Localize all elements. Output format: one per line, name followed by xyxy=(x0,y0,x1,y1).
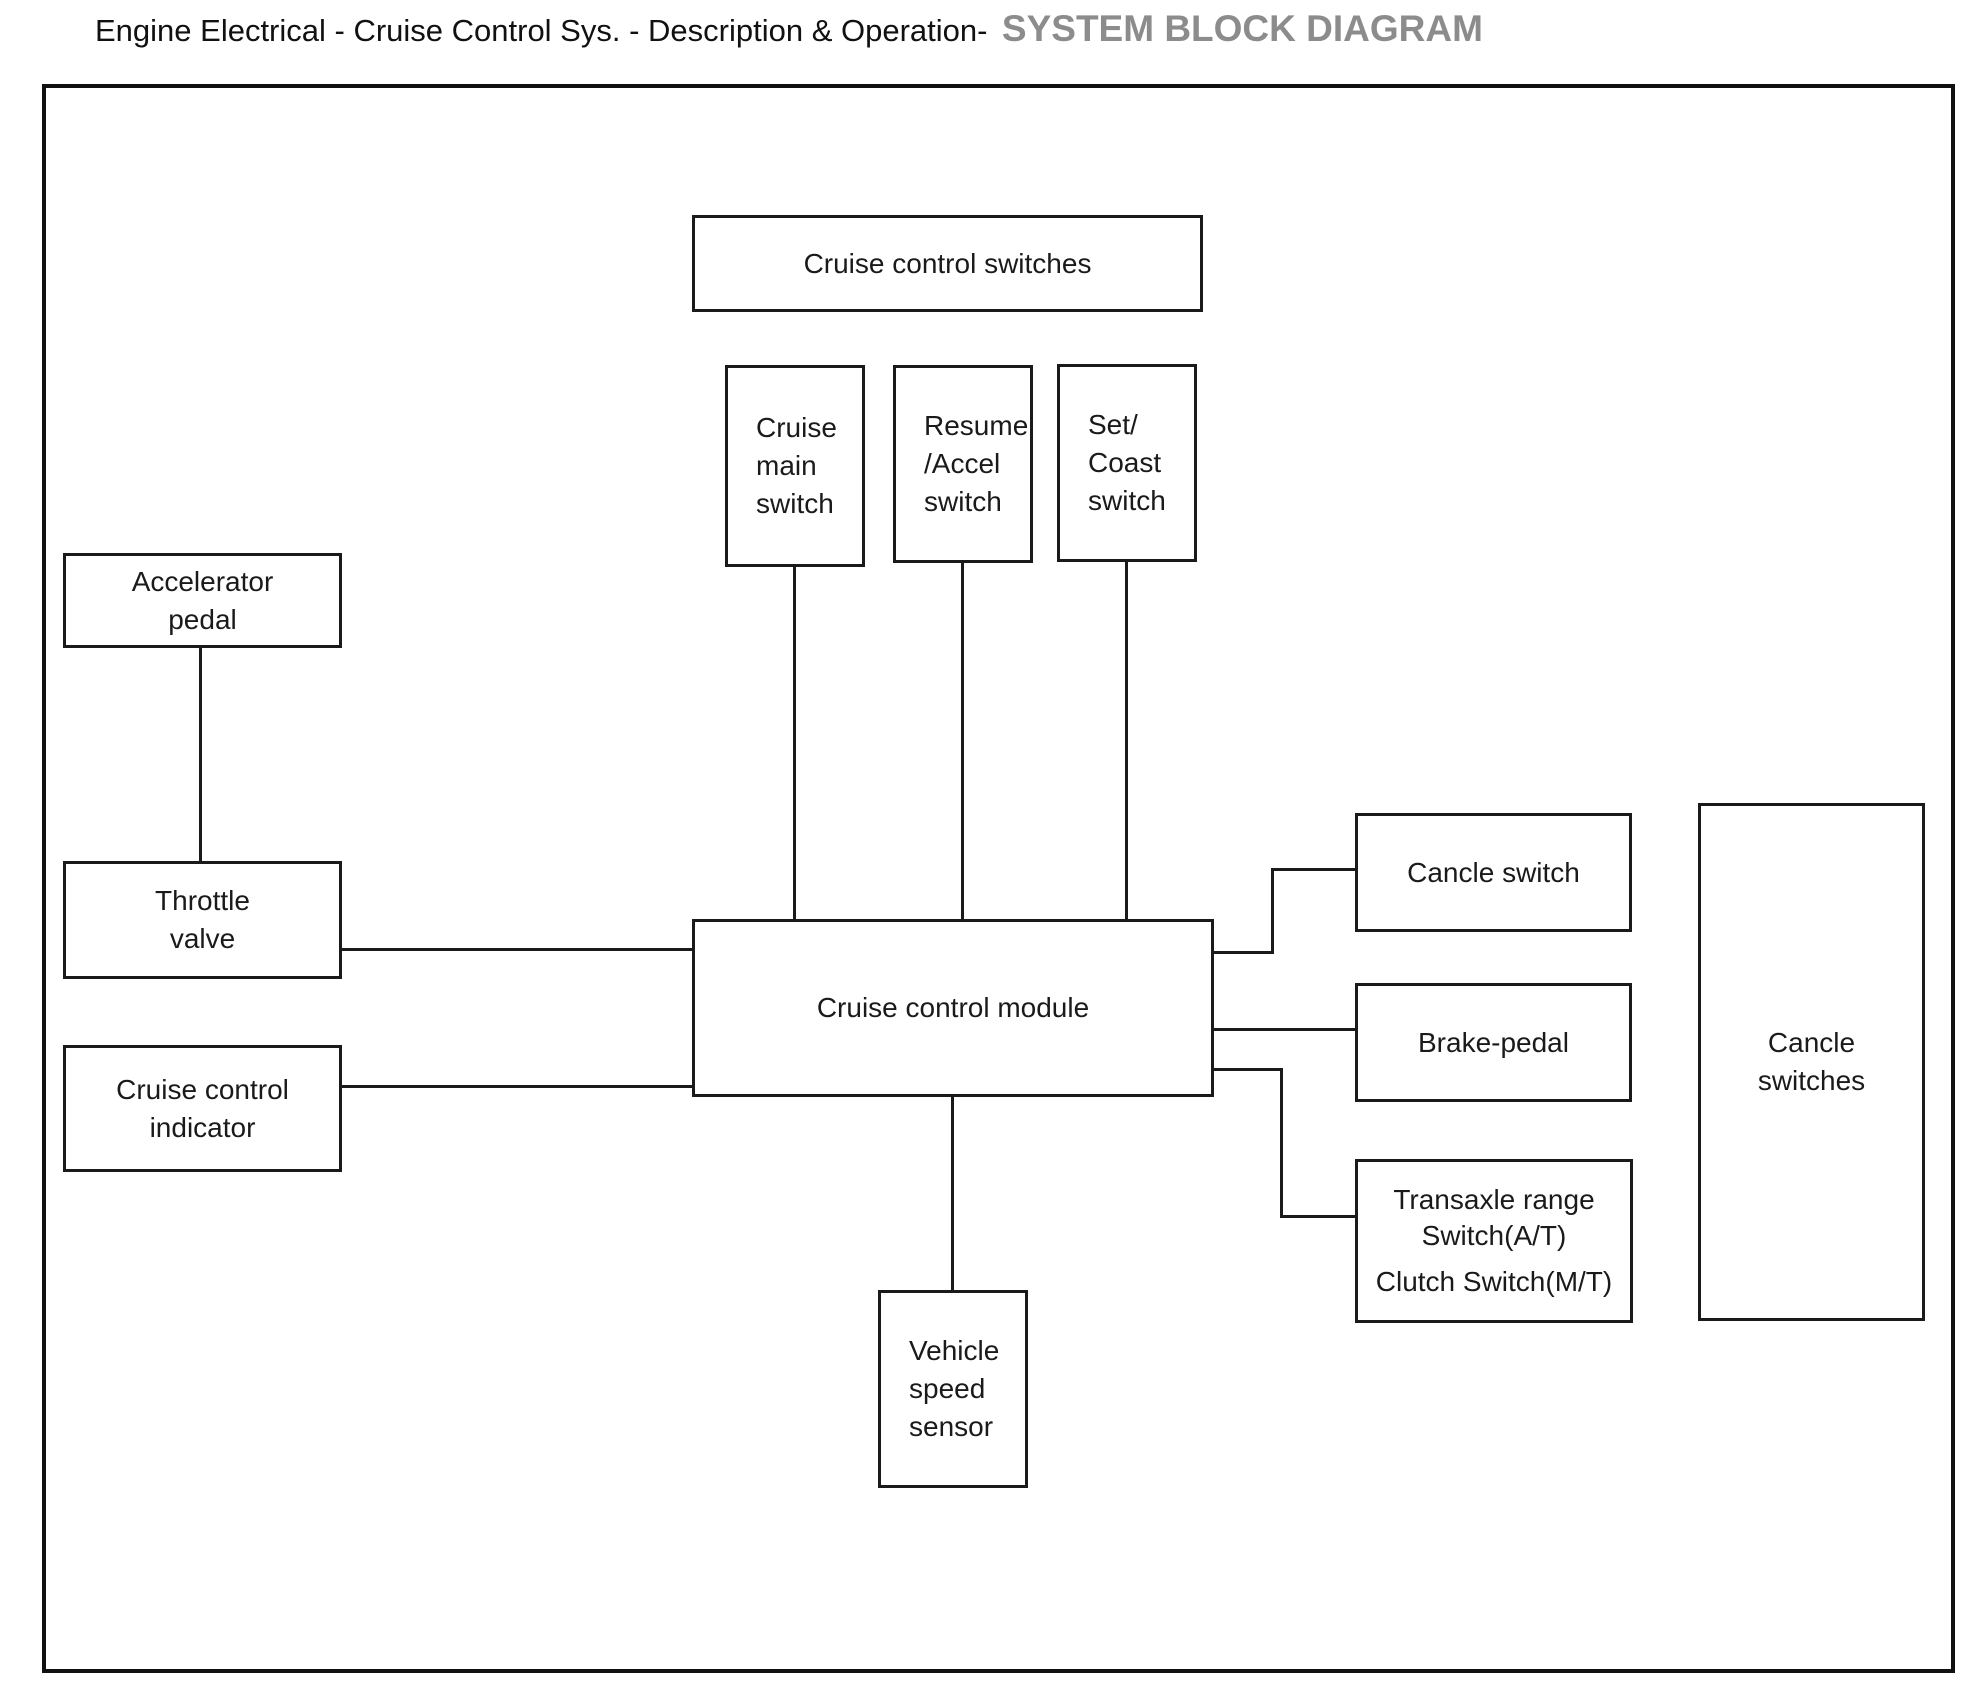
box-throttle-valve: Throttle valve xyxy=(63,861,342,979)
box-label-line: Switch(A/T) xyxy=(1421,1220,1567,1251)
box-label-line: Throttle xyxy=(155,885,250,916)
wire-module-to-transaxle-1 xyxy=(1214,1068,1283,1071)
page-title-accent: SYSTEM BLOCK DIAGRAM xyxy=(1001,8,1483,49)
box-label-line: switch xyxy=(1088,485,1166,516)
wire-module-to-transaxle-2 xyxy=(1280,1068,1283,1218)
box-label-line: /Accel xyxy=(924,448,1001,479)
box-cruise-control-module: Cruise control module xyxy=(692,919,1214,1097)
box-label-line: switch xyxy=(924,486,1002,517)
box-cancle-switches: Cancle switches xyxy=(1698,803,1925,1321)
wire-module-to-cancle-switch-2 xyxy=(1271,868,1274,954)
box-accelerator-pedal: Accelerator pedal xyxy=(63,553,342,648)
wire-module-to-speed-sensor xyxy=(951,1097,954,1290)
box-label-line: switches xyxy=(1757,1065,1866,1096)
box-label-line: pedal xyxy=(168,603,237,635)
wire-set-coast-to-module xyxy=(1125,562,1128,919)
wire-resume-accel-to-module xyxy=(961,563,964,919)
wire-accelerator-to-throttle xyxy=(199,648,202,861)
box-cancle-switch: Cancle switch xyxy=(1355,813,1632,932)
box-cruise-main-switch: Cruise main switch xyxy=(725,365,865,567)
box-label-line: sensor xyxy=(909,1411,994,1442)
box-label-line: Resume xyxy=(924,410,1029,441)
page-title-text: Engine Electrical - Cruise Control Sys. … xyxy=(95,13,988,48)
box-resume-accel-switch: Resume /Accel switch xyxy=(893,365,1033,563)
box-transaxle-range-clutch-switch: Transaxle range Switch(A/T) Clutch Switc… xyxy=(1355,1159,1633,1323)
box-label-line: switch xyxy=(756,488,834,519)
box-label-line: indicator xyxy=(149,1111,256,1143)
wire-indicator-to-module xyxy=(342,1085,692,1088)
wire-module-to-cancle-switch-3 xyxy=(1271,868,1355,871)
box-vehicle-speed-sensor: Vehicle speed sensor xyxy=(878,1290,1028,1488)
box-label: Brake-pedal xyxy=(1418,1026,1569,1058)
box-label-line: Coast xyxy=(1088,447,1162,478)
box-set-coast-switch: Set/ Coast switch xyxy=(1057,364,1197,562)
box-label-line: Cancle xyxy=(1767,1027,1856,1058)
wire-module-to-brake-pedal xyxy=(1214,1028,1355,1031)
box-brake-pedal: Brake-pedal xyxy=(1355,983,1632,1102)
box-label: Cancle switch xyxy=(1407,856,1580,888)
page-title: Engine Electrical - Cruise Control Sys. … xyxy=(95,8,1483,50)
box-label: Cruise control switches xyxy=(803,247,1092,279)
wire-module-to-cancle-switch-1 xyxy=(1214,951,1274,954)
box-cruise-control-switches: Cruise control switches xyxy=(692,215,1203,312)
box-label-line: Clutch Switch(M/T) xyxy=(1375,1266,1613,1297)
wire-cruise-main-to-module xyxy=(793,567,796,919)
box-label-line: Cruise control xyxy=(116,1073,289,1105)
box-label-line: Cruise xyxy=(756,412,837,443)
box-label-line: Set/ xyxy=(1088,409,1138,440)
box-label-line: speed xyxy=(909,1373,986,1404)
box-label-line: Vehicle xyxy=(909,1335,1000,1366)
box-label-line: main xyxy=(756,450,817,481)
box-label: Cruise control module xyxy=(816,992,1090,1023)
box-label-line: Transaxle range xyxy=(1393,1184,1595,1215)
box-label-line: valve xyxy=(169,923,236,954)
wire-throttle-to-module xyxy=(342,948,692,951)
wire-module-to-transaxle-3 xyxy=(1280,1215,1355,1218)
box-label-line: Accelerator xyxy=(131,565,274,597)
box-cruise-control-indicator: Cruise control indicator xyxy=(63,1045,342,1172)
